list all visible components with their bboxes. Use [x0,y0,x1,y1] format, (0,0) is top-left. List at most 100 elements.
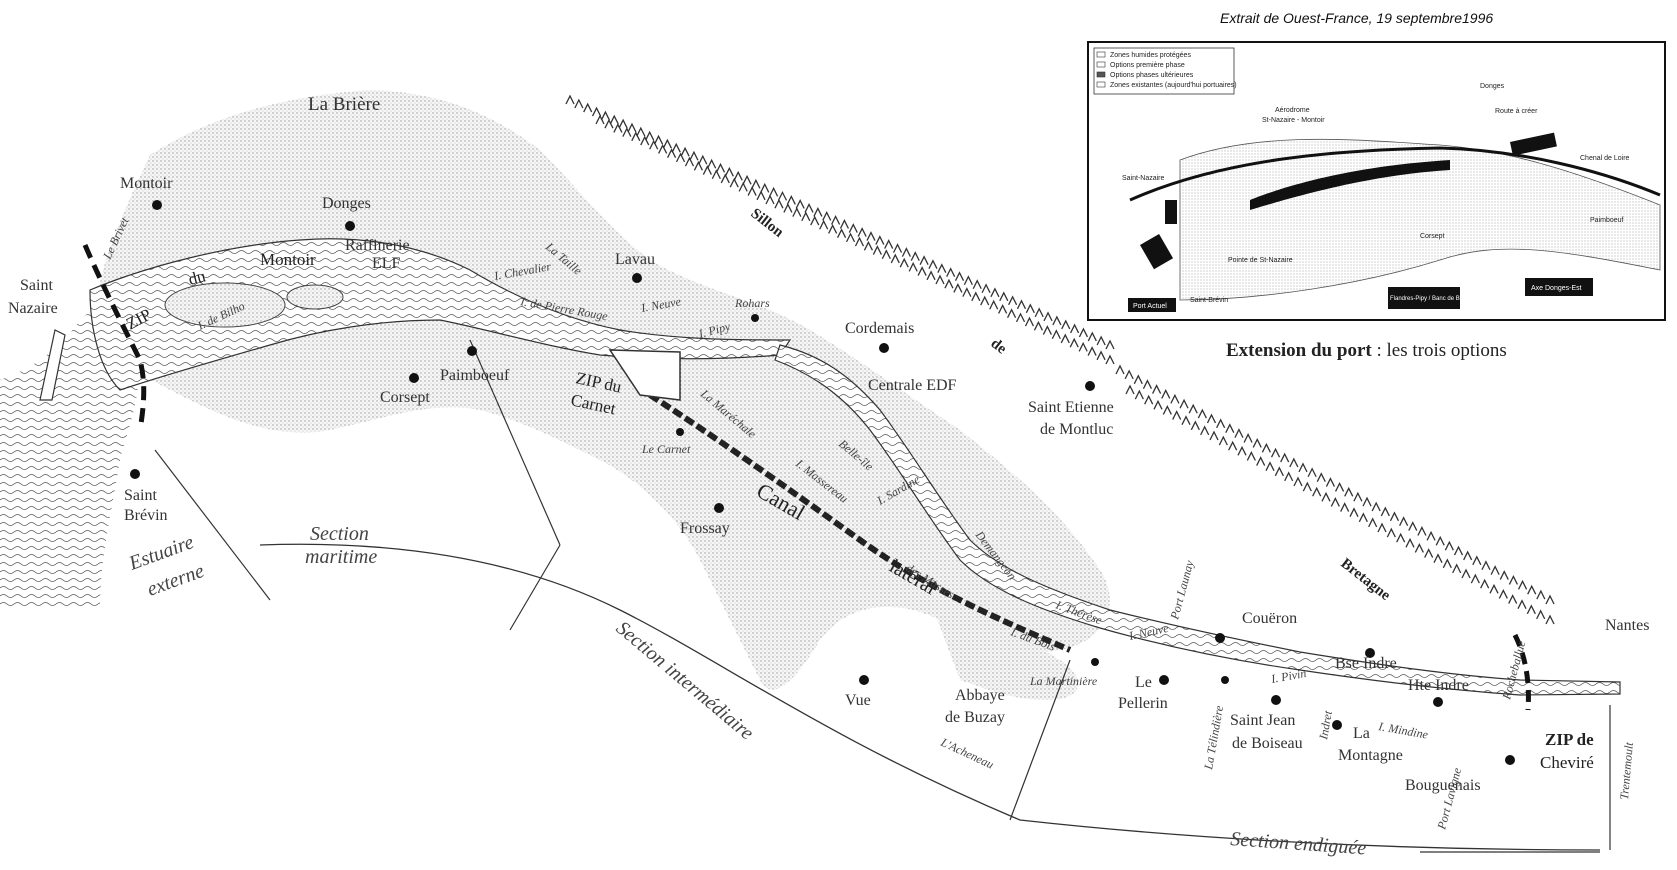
ridge-chevron [565,94,575,105]
label-bouguenais: Bouguenais [1405,777,1481,794]
ridge-chevron [875,235,885,245]
inset-caption-rest: : les trois options [1371,340,1507,361]
ridge-chevron [926,270,936,281]
ridge-chevron [1051,329,1061,340]
ridge-chevron [1087,346,1097,356]
inset-aerodrome-2: St-Nazaire - Montoir [1262,117,1325,124]
label-la-briere: La Brière [308,94,380,115]
ridge-chevron [1280,452,1290,463]
label-frossay: Frossay [680,520,730,537]
inset-legend-1: Zones humides protégées [1110,52,1191,59]
ridge-chevron [1052,315,1062,326]
ridge-chevron [890,253,900,264]
ridge-chevron [1237,445,1247,456]
label-centrale: Centrale EDF [868,377,957,394]
inset-corsept: Corsept [1420,233,1445,240]
label-zip-montoir-3: Montoir [260,250,316,269]
ridge-chevron [1025,303,1035,314]
ridge-chevron [1377,522,1387,533]
inset-aerodrome: Aérodrome [1275,107,1310,114]
ridge-chevron [1006,308,1017,318]
ridge-chevron [783,202,793,213]
ridge-chevron [919,255,929,265]
ridge-chevron [917,266,927,276]
ridge-chevron [1498,588,1508,599]
town-markers [130,200,1515,765]
label-donges: Donges [322,195,371,212]
ridge-chevron [649,139,659,150]
ridge-chevron [1152,384,1162,394]
ridge-chevron [1480,578,1490,589]
label-bretagne: Bretagne [1338,556,1394,605]
label-abbaye: Abbaye [955,687,1005,704]
ridge-chevron [1399,516,1409,526]
ridge-chevron [1246,450,1256,461]
ridge-chevron [822,211,832,221]
ridge-chevron [1144,394,1154,405]
ridge-chevron [1298,462,1308,473]
ridge-chevron [1170,393,1180,404]
ridge-chevron [622,127,632,137]
ridge-chevron [1172,410,1182,420]
label-nantes: Nantes [1605,617,1649,634]
ridge-chevron [1325,477,1336,487]
ridge-chevron [1349,507,1359,517]
ridge-chevron [845,232,856,243]
ridge-chevron [742,174,752,185]
ridge-chevron [1321,491,1331,502]
ridge-chevron [1426,530,1436,541]
ridge-chevron [810,215,820,226]
label-vue: Vue [845,692,871,709]
ridge-chevron [828,224,838,234]
ridge-chevron [777,190,788,201]
ridge-chevron [1043,311,1053,322]
label-raffinerie: Raffinerie [345,237,410,254]
ridge-chevron [1078,327,1089,338]
ridge-chevron [729,177,739,188]
label-intermediaire: Section intermédiaire [612,617,758,744]
ridge-chevron [662,138,672,149]
ridge-chevron [1545,594,1555,605]
ridge-chevron [863,240,874,251]
inset-saint-nazaire: Saint-Nazaire [1122,175,1165,182]
ridge-chevron [1061,319,1071,330]
ridge-chevron [1218,435,1228,446]
ridge-chevron [937,263,947,273]
ridge-chevron [792,207,802,217]
label-port-launay: Port Launay [1167,558,1197,622]
ridge-chevron [769,186,779,197]
ridge-chevron [801,211,811,222]
inset-legend-4: Zones existantes (aujourd'hui portuaires… [1110,82,1237,89]
island-small [286,284,344,310]
section-divider-1 [154,449,271,601]
wetlands-stipple [97,90,1110,700]
ridge-chevron [1284,471,1294,482]
ridge-chevron [707,158,717,169]
ridge-chevron [724,166,734,177]
ridge-chevron [1330,496,1340,507]
ridge-chevron [866,231,876,241]
section-divider-4 [1009,659,1071,821]
ridge-chevron [1481,560,1491,571]
ridge-chevron [899,257,909,268]
ridge-chevron [689,150,699,161]
ridge-chevron [1526,604,1536,615]
inset-caption-bold: Extension du port [1226,340,1372,361]
ridge-chevron [1417,526,1427,536]
label-saint: Saint [20,277,53,294]
ridge-chevron [1368,517,1378,528]
label-port-lavigne: Port Lavigne [1434,766,1464,832]
ridge-chevron [600,110,610,121]
ridge-chevron [1034,307,1044,318]
ridge-chevron [733,170,743,181]
ridge-chevron [609,114,619,125]
label-de-buzay: de Buzay [945,709,1005,726]
ridge-chevron [702,165,712,175]
label-pellerin: Pellerin [1118,695,1168,712]
inset-box-3: Axe Donges-Est [1531,285,1582,292]
ridge-chevron [1105,339,1115,350]
ridge-chevron [1307,467,1317,478]
ridge-chevron [848,223,858,233]
ridge-chevron [1453,545,1464,556]
